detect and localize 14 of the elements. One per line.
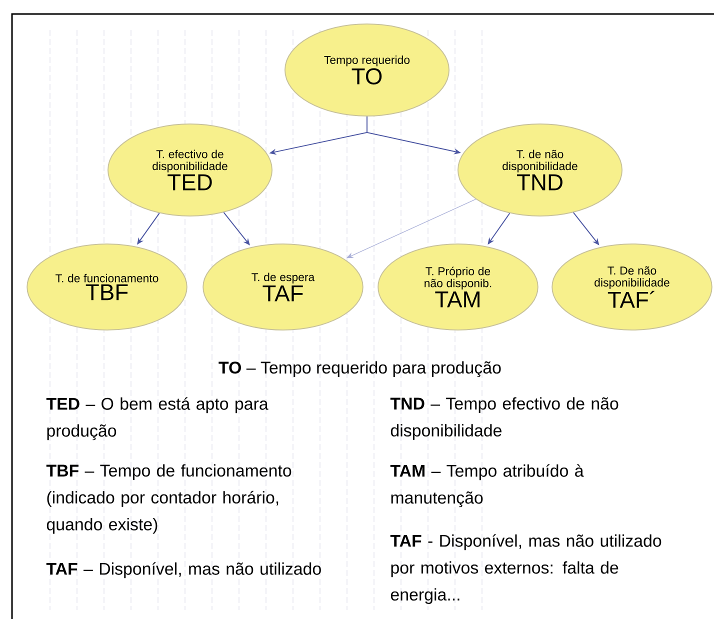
ellipse-node: T. De não disponibilidade TAF´ xyxy=(552,244,712,330)
definition-text: TAF – Disponível, mas não utilizado xyxy=(46,562,321,578)
definition-text: TO – Tempo requerido para produção xyxy=(218,361,501,378)
ellipse-node: T. de funcionamento TBF xyxy=(26,244,188,330)
ellipse-node: Tempo requerido TO xyxy=(284,24,450,116)
definition-text: TND – Tempo efectivo de não disponibilidade xyxy=(390,397,618,440)
ellipse-node: T. efectivo de disponibilidade TED xyxy=(107,124,273,216)
definition-text: TBF – Tempo de funcionamento (indicado por contador horário, quando existe) xyxy=(46,464,292,534)
ellipse-node: T. de espera TAF xyxy=(202,244,364,330)
definition-text: TED – O bem está apto para produção xyxy=(46,397,268,440)
definition-text: TAF - Disponível, mas não utilizado por motivos externos: falta de energia... xyxy=(390,534,662,604)
ellipse-node: T. Próprio de não disponib. TAM xyxy=(378,244,538,330)
ellipse-node: T. de não disponibilidade TND xyxy=(457,124,623,216)
definition-text: TAM – Tempo atribuído à manutenção xyxy=(390,464,584,508)
